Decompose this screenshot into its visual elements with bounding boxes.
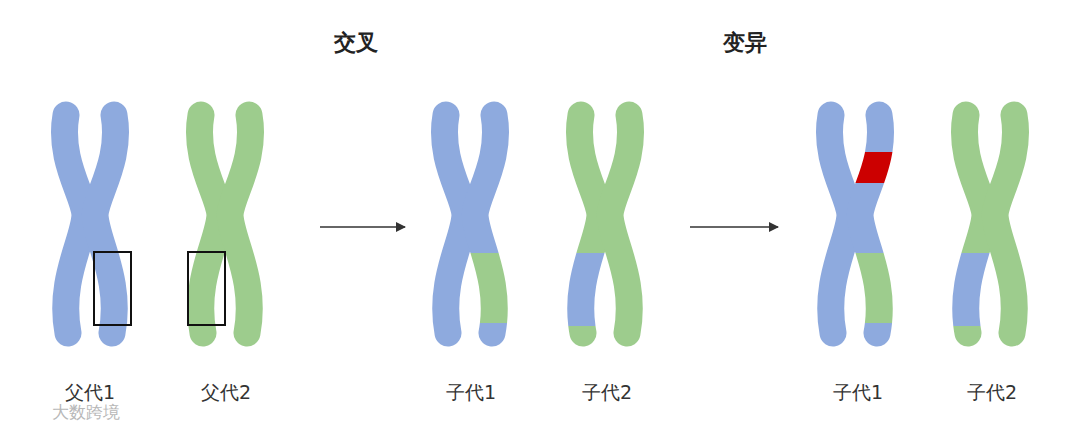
step-arrow (690, 226, 778, 228)
chromatid (199, 115, 220, 333)
chromatid (64, 115, 85, 333)
chromatid (579, 253, 600, 326)
chromatid (230, 115, 251, 333)
chromatid (579, 115, 600, 253)
chromatid (829, 115, 850, 333)
chromatid (860, 323, 881, 333)
chromatid (964, 326, 985, 333)
crossover-box (188, 252, 225, 325)
chromosome-label: 子代1 (446, 381, 496, 404)
chromatid (860, 253, 881, 323)
chromatid (860, 152, 881, 183)
chromatid (579, 326, 600, 333)
chromosome-label: 子代1 (833, 381, 883, 404)
chromatid (95, 115, 116, 333)
chromatid (475, 115, 496, 253)
chromatid (444, 115, 465, 333)
chromosome-label: 父代1 (65, 381, 115, 404)
chromatid (964, 253, 985, 326)
chromatid (475, 323, 496, 333)
step-arrow (320, 226, 405, 228)
chromosome-label: 子代2 (582, 381, 632, 404)
chromatid (964, 115, 985, 253)
step-title: 变异 (723, 30, 767, 56)
chromatid (995, 115, 1016, 333)
chromosome-label: 子代2 (967, 381, 1017, 404)
crossover-box (94, 252, 131, 325)
chromatid (610, 115, 631, 333)
chromatid (860, 183, 881, 253)
chromatid (475, 253, 496, 323)
chromosome-label: 父代2 (201, 381, 251, 404)
step-title: 交叉 (334, 30, 378, 56)
chromatid (860, 115, 881, 152)
watermark: 大数跨境 (52, 402, 120, 422)
